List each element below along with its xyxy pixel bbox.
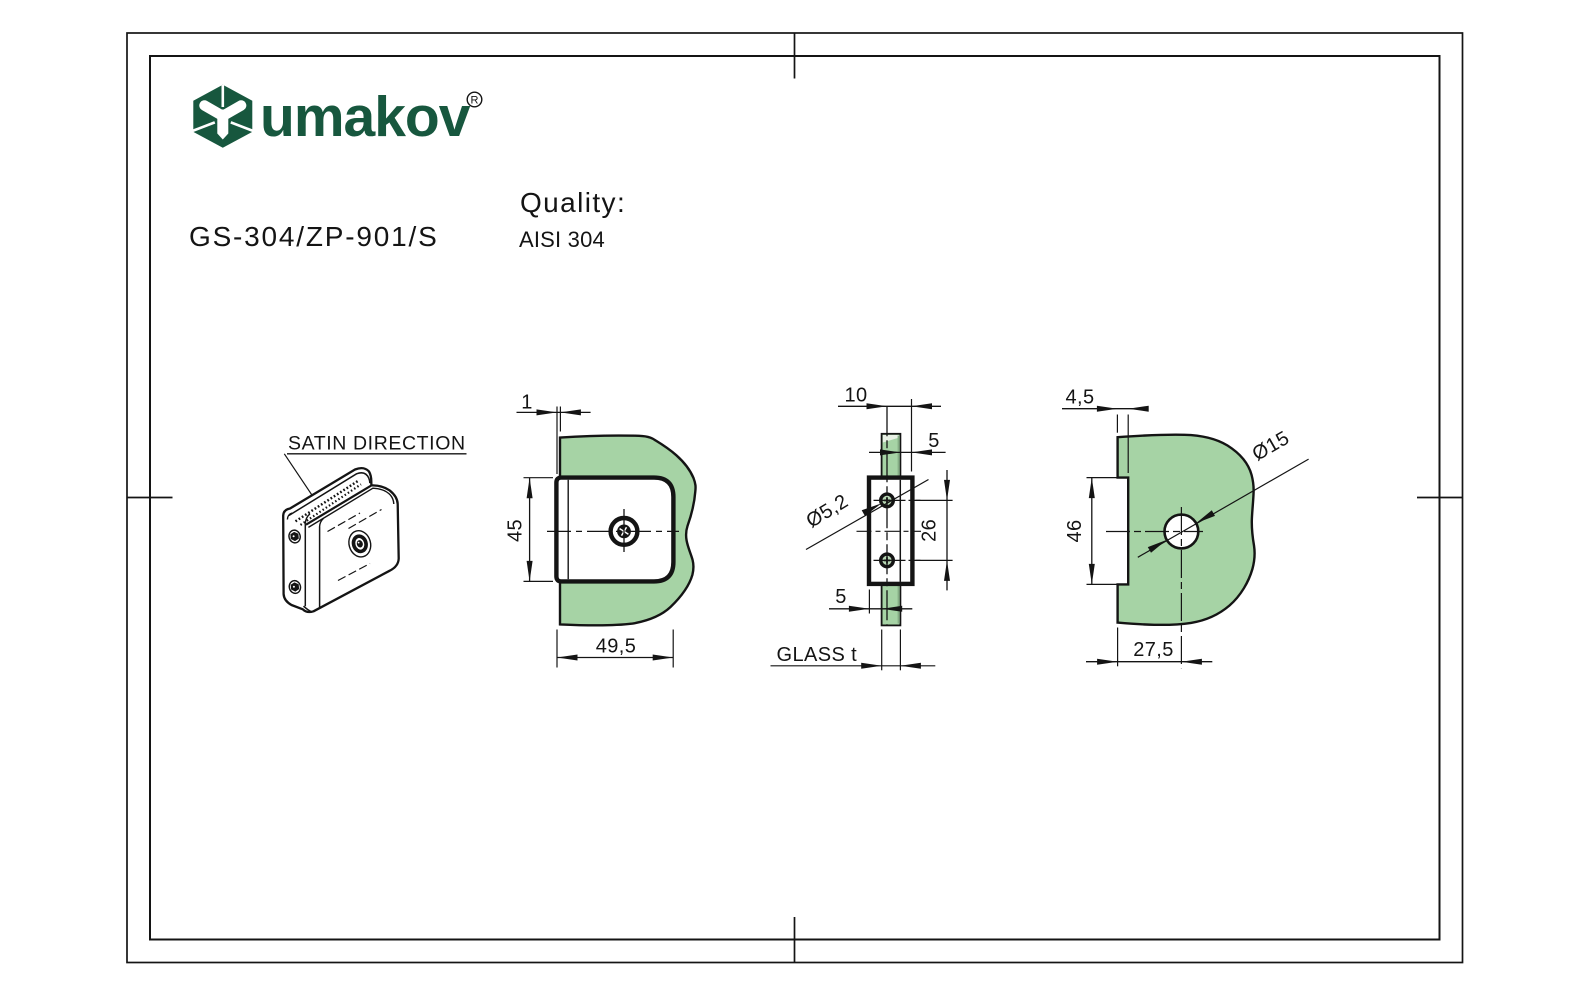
side-dim-gap-top: 5	[869, 430, 946, 456]
center-marks	[127, 33, 1463, 963]
product-code: GS-304/ZP-901/S	[189, 221, 439, 252]
svg-text:27,5: 27,5	[1133, 639, 1174, 661]
umakov-logo-mark-icon	[192, 84, 254, 148]
side-dim-hole-spacing: 26	[914, 470, 953, 591]
front-dim-glass-gap: 1	[516, 392, 591, 474]
back-dim-notch-depth: 4,5	[1062, 387, 1149, 473]
side-view: 10 5 Ø5,2 26 5	[770, 385, 953, 671]
iso-spine-edges	[304, 513, 324, 609]
side-dim-glass-thickness: GLASS t	[770, 629, 936, 671]
svg-text:Ø15: Ø15	[1249, 427, 1294, 466]
svg-text:26: 26	[919, 519, 941, 542]
isometric-view: SATIN DIRECTION	[282, 433, 467, 614]
iso-slot-top	[286, 472, 395, 613]
back-dim-notch-height: 46	[1064, 477, 1128, 586]
side-dim-gap-bottom: 5	[829, 586, 913, 614]
svg-text:49,5: 49,5	[596, 636, 637, 658]
side-dim-screw-to-face: 10	[838, 385, 941, 472]
side-glass-strip	[880, 432, 902, 627]
svg-text:GLASS t: GLASS t	[777, 644, 858, 666]
svg-text:1: 1	[521, 392, 533, 414]
quality-label: Quality:	[520, 187, 626, 218]
quality-value: AISI 304	[519, 227, 605, 252]
svg-text:10: 10	[844, 385, 867, 407]
back-dim-hole-offset: 27,5	[1086, 627, 1213, 667]
svg-text:5: 5	[928, 430, 940, 452]
svg-text:R: R	[471, 95, 479, 107]
umakov-logo: umakov R	[192, 84, 483, 149]
iso-satin-lines	[327, 508, 382, 582]
iso-body	[282, 466, 400, 614]
sheet-frame	[126, 32, 1464, 964]
svg-text:45: 45	[505, 519, 527, 542]
front-view: 1 45 49,5	[505, 392, 697, 668]
svg-text:46: 46	[1064, 519, 1086, 542]
iso-side-screws	[288, 529, 302, 595]
registered-trademark-icon: R	[466, 91, 483, 108]
back-centerlines	[1106, 507, 1203, 669]
iso-front-hole	[348, 529, 372, 558]
front-dim-height: 45	[505, 477, 553, 583]
front-dim-width: 49,5	[556, 629, 674, 668]
back-view: Ø15 4,5 46 27,5	[1062, 387, 1309, 669]
side-centerlines	[856, 406, 921, 626]
logo-wordmark: umakov	[260, 85, 471, 149]
svg-text:Ø5,2: Ø5,2	[802, 490, 852, 532]
satin-direction-label: SATIN DIRECTION	[288, 433, 466, 455]
svg-text:5: 5	[835, 586, 847, 608]
front-centerlines	[547, 509, 679, 552]
svg-text:4,5: 4,5	[1065, 387, 1094, 409]
